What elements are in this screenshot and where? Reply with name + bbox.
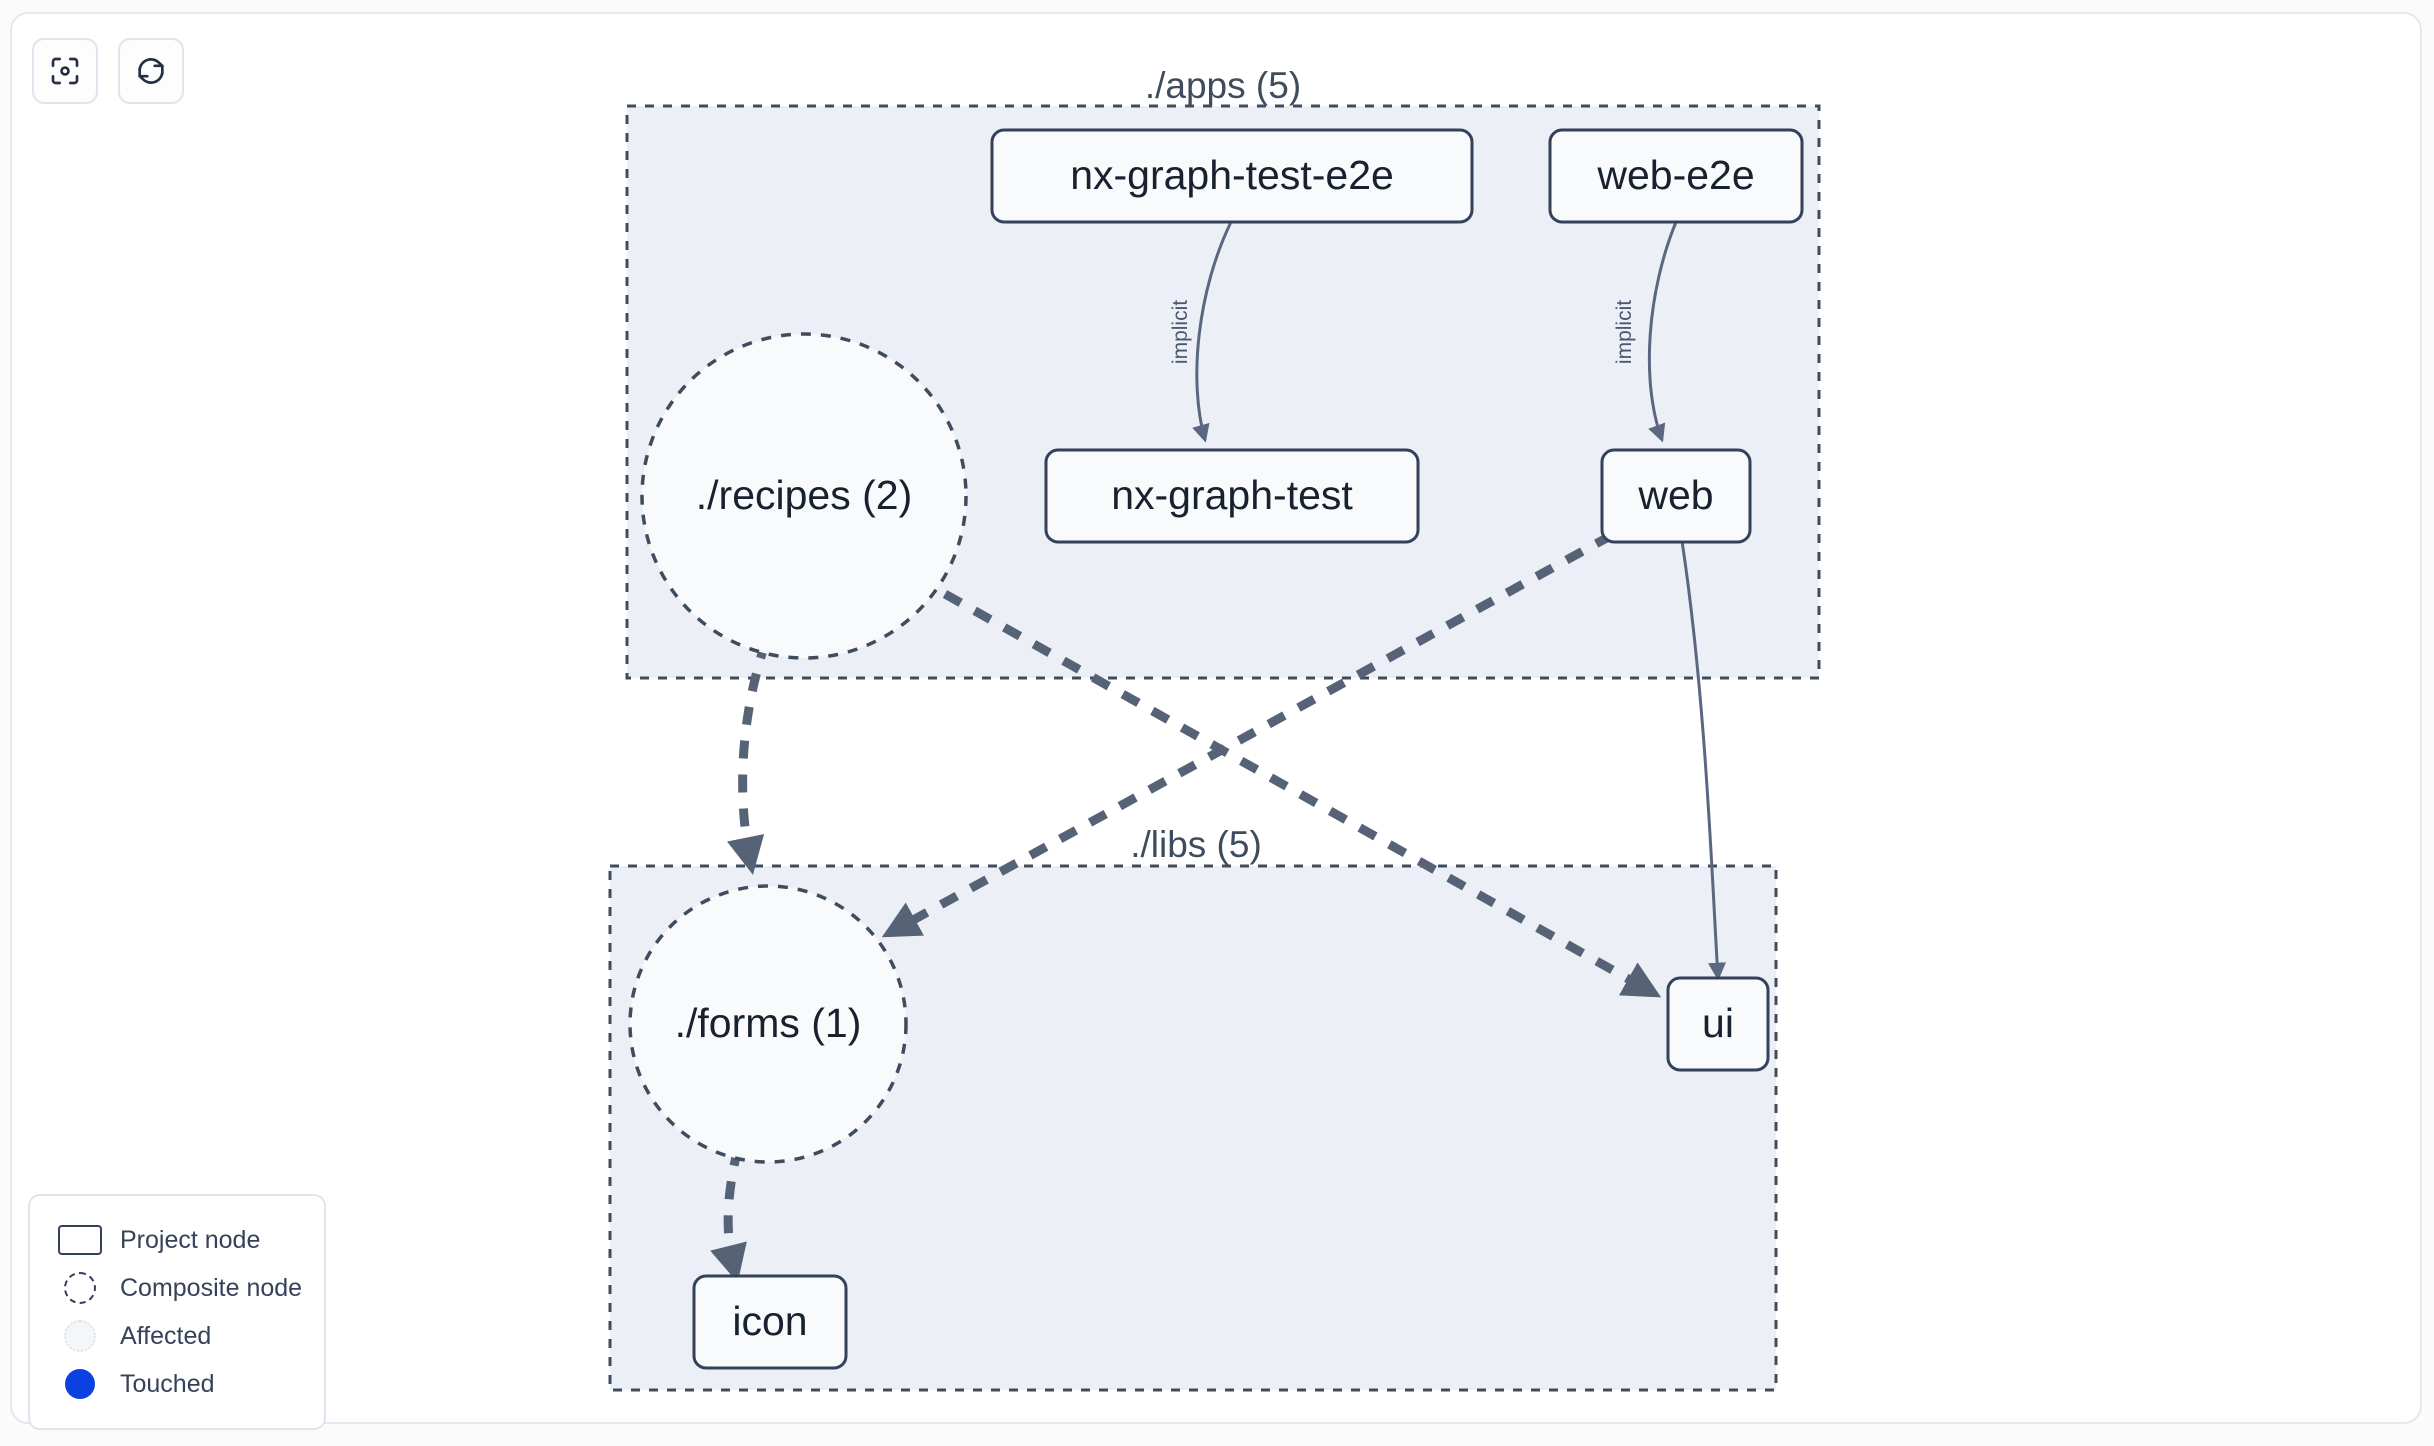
graph-edges: implicit implicit bbox=[710, 221, 1727, 1283]
project-node-swatch bbox=[52, 1225, 108, 1255]
legend-label-project-node: Project node bbox=[120, 1225, 261, 1254]
node-nx-graph-test-e2e-label: nx-graph-test-e2e bbox=[1070, 152, 1394, 198]
affected-swatch bbox=[52, 1320, 108, 1352]
edge-web-to-forms[interactable] bbox=[881, 531, 1615, 938]
node-ui[interactable]: ui bbox=[1666, 976, 1770, 1072]
node-web-e2e-label: web-e2e bbox=[1596, 152, 1754, 198]
node-web-label: web bbox=[1637, 472, 1713, 518]
node-icon-box[interactable] bbox=[692, 1274, 848, 1370]
graph-legend: Project node Composite node Affected Tou… bbox=[28, 1194, 326, 1430]
node-recipes-label: ./recipes (2) bbox=[696, 472, 912, 518]
node-nx-graph-test-box[interactable] bbox=[1044, 448, 1420, 544]
edge-label-implicit-1: implicit bbox=[1169, 300, 1192, 364]
node-forms-label: ./forms (1) bbox=[675, 1000, 862, 1046]
node-icon-label: icon bbox=[732, 1298, 807, 1344]
node-web-box[interactable] bbox=[1600, 448, 1752, 544]
legend-label-composite-node: Composite node bbox=[120, 1273, 303, 1302]
graph-toolbar bbox=[32, 38, 184, 104]
node-web-e2e-box[interactable] bbox=[1548, 128, 1804, 224]
node-ui-label: ui bbox=[1702, 1000, 1734, 1046]
refresh-icon bbox=[135, 55, 167, 87]
edge-recipes-to-forms[interactable] bbox=[727, 639, 771, 875]
node-nx-graph-test-label: nx-graph-test bbox=[1111, 472, 1353, 518]
touched-swatch bbox=[52, 1369, 108, 1399]
node-icon[interactable]: icon bbox=[692, 1274, 848, 1370]
node-nx-graph-test[interactable]: nx-graph-test bbox=[1044, 448, 1420, 544]
focus-graph-button[interactable] bbox=[32, 38, 98, 104]
node-recipes[interactable]: ./recipes (2) bbox=[640, 332, 968, 660]
node-nx-graph-test-e2e[interactable]: nx-graph-test-e2e bbox=[990, 128, 1474, 224]
node-web[interactable]: web bbox=[1600, 448, 1752, 544]
group-apps-label: ./apps (5) bbox=[1145, 65, 1301, 106]
legend-item-composite-node: Composite node bbox=[52, 1264, 302, 1312]
legend-item-project-node: Project node bbox=[52, 1216, 302, 1264]
graph-nodes: nx-graph-test-e2e web-e2e ./recipes (2) … bbox=[628, 128, 1804, 1370]
legend-label-touched: Touched bbox=[120, 1369, 215, 1398]
node-forms-circle[interactable] bbox=[628, 884, 908, 1164]
edge-nx-graph-test-e2e-to-nx-graph-test[interactable]: implicit bbox=[1169, 221, 1233, 443]
node-web-e2e[interactable]: web-e2e bbox=[1548, 128, 1804, 224]
edge-label-implicit-2: implicit bbox=[1613, 300, 1636, 364]
node-forms[interactable]: ./forms (1) bbox=[628, 884, 908, 1164]
edge-forms-to-icon[interactable] bbox=[710, 1146, 747, 1283]
node-ui-box[interactable] bbox=[1666, 976, 1770, 1072]
edge-web-e2e-to-web[interactable]: implicit bbox=[1613, 221, 1678, 443]
node-nx-graph-test-e2e-box[interactable] bbox=[990, 128, 1474, 224]
edge-web-to-ui[interactable] bbox=[1680, 540, 1727, 981]
node-recipes-circle[interactable] bbox=[640, 332, 968, 660]
legend-label-affected: Affected bbox=[120, 1321, 212, 1350]
refresh-graph-button[interactable] bbox=[118, 38, 184, 104]
legend-item-affected: Affected bbox=[52, 1312, 302, 1360]
composite-node-swatch bbox=[52, 1272, 108, 1304]
group-libs-label: ./libs (5) bbox=[1130, 824, 1262, 865]
viewfinder-icon bbox=[49, 55, 81, 87]
legend-item-touched: Touched bbox=[52, 1360, 302, 1408]
